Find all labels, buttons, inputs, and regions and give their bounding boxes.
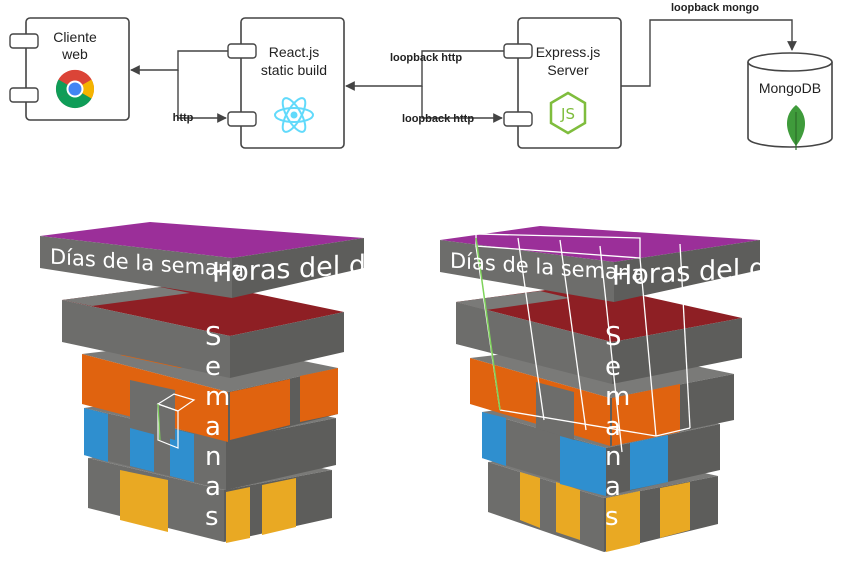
edge-loopback-branch (421, 86, 503, 123)
mongodb-leaf-icon (786, 105, 806, 150)
chrome-icon (55, 69, 95, 109)
edge-http-branch (177, 70, 227, 123)
mongodb-database: MongoDB (747, 52, 833, 150)
client-label-line2: web (61, 46, 88, 62)
mongo-label: MongoDB (759, 80, 821, 96)
edge-label-loopback-http-top: loopback http (390, 52, 462, 64)
edge-label-loopback-http-bottom: loopback http (402, 113, 474, 125)
cube-right-slice-edge-green (475, 237, 501, 411)
edge-express-to-react (345, 50, 504, 91)
react-component: React.js static build (227, 17, 345, 149)
edge-react-to-client (130, 50, 228, 75)
edge-label-loopback-mongo: loopback mongo (671, 2, 759, 14)
connector-lines (130, 19, 797, 123)
express-component: Express.js Server JS (503, 17, 622, 149)
edge-label-http: http (173, 112, 194, 124)
svg-text:JS: JS (560, 105, 575, 123)
cube-left-layer-purple (40, 222, 364, 298)
client-web-component: Cliente web (9, 17, 130, 121)
cube-left-layer-red (62, 282, 344, 378)
architecture-diagram: Cliente web React.js static build (9, 2, 833, 150)
express-label-line2: Server (547, 62, 589, 78)
react-label-line1: React.js (269, 44, 320, 60)
edge-express-to-mongo (621, 19, 797, 87)
client-label-line1: Cliente (53, 29, 97, 45)
cube-right-layer-red (456, 284, 742, 384)
cube-right-slice-wireframe (475, 233, 691, 453)
react-label-line2: static build (261, 62, 327, 78)
express-label-line1: Express.js (536, 44, 601, 60)
nodejs-icon: JS (549, 91, 587, 135)
